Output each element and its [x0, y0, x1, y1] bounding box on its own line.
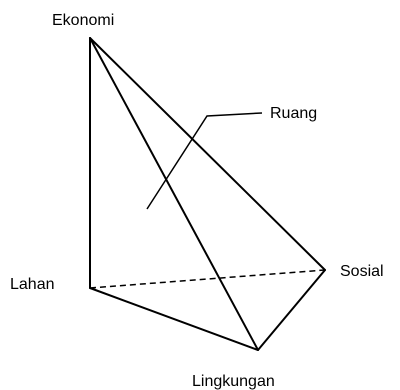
vertex-label-lahan: Lahan: [10, 276, 55, 293]
vertex-label-sosial: Sosial: [340, 263, 384, 280]
edge-lahan-lingkungan: [89, 287, 259, 351]
edge-sosial-lingkungan: [257, 269, 326, 351]
ruang-leader-line: [146, 112, 263, 210]
vertex-label-lingkungan: Lingkungan: [192, 373, 275, 390]
vertex-label-ekonomi: Ekonomi: [52, 12, 114, 29]
edge-ekonomi-sosial: [89, 37, 326, 271]
edge-lahan-sosial-hidden: [89, 269, 326, 289]
center-label-ruang: Ruang: [270, 105, 317, 122]
edge-ekonomi-lingkungan: [89, 37, 259, 351]
